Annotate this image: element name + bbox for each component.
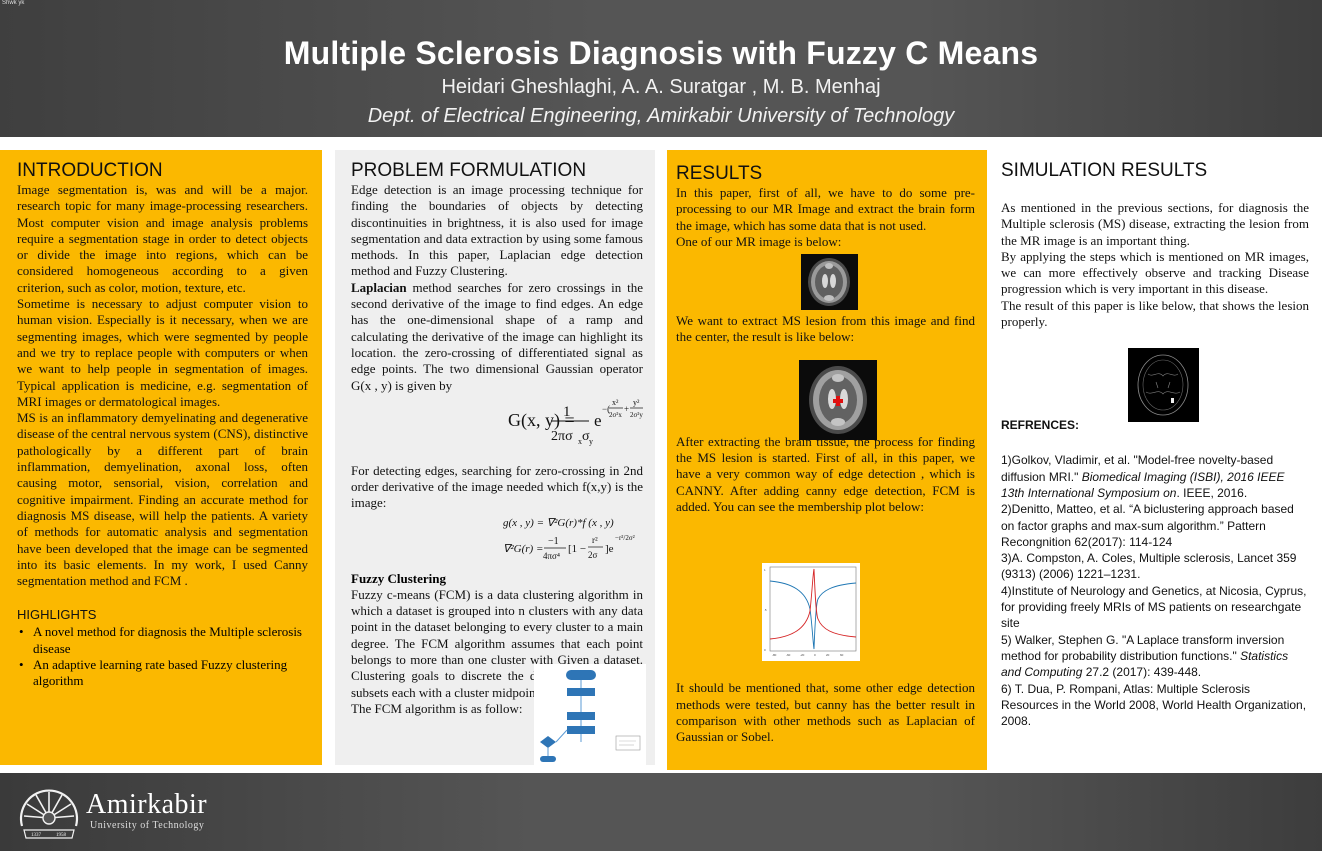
svg-text:-80: -80 (772, 653, 777, 657)
problem-paragraph-4: Fuzzy c-means (FCM) is a data clustering… (351, 586, 643, 700)
simulation-paragraph-2: By applying the steps which is mentioned… (1001, 248, 1309, 297)
simulation-results-column: SIMULATION RESULTS As mentioned in the p… (1000, 150, 1315, 765)
highlights-heading: HIGHLIGHTS (17, 607, 97, 623)
intro-paragraph-1: Image segmentation is, was and will be a… (17, 182, 308, 295)
svg-text:G(x, y) =: G(x, y) = (508, 410, 575, 431)
svg-text:−(: −( (602, 404, 610, 414)
problem-formulation-column: PROBLEM FORMULATION Edge detection is an… (335, 150, 655, 765)
results-paragraph-2: One of our MR image is below: (676, 233, 842, 249)
fuzzy-clustering-heading: Fuzzy Clustering (351, 570, 446, 586)
mr-lesion-image (799, 360, 877, 440)
poster-title: Multiple Sclerosis Diagnosis with Fuzzy … (283, 35, 1039, 71)
svg-text:−r²/2σ²: −r²/2σ² (615, 534, 635, 542)
department: Dept. of Electrical Engineering, Amirkab… (367, 105, 955, 127)
university-logo-subtitle: University of Technology (90, 820, 205, 831)
corner-mark: Shwk yk (2, 0, 25, 6)
svg-text:x²: x² (612, 398, 619, 407)
svg-text:+: + (624, 404, 629, 414)
svg-text:[1 −: [1 − (568, 543, 586, 555)
svg-text:4πσ⁴: 4πσ⁴ (543, 551, 560, 561)
svg-text:-60: -60 (786, 653, 791, 657)
results-paragraph-5: It should be mentioned that, some other … (676, 680, 975, 745)
problem-paragraph-2: Laplacian method searches for zero cross… (351, 280, 643, 394)
laplacian-text: method searches for zero crossings in th… (351, 279, 643, 393)
highlight-item: A novel method for diagnosis the Multipl… (17, 624, 308, 657)
svg-text:-20: -20 (800, 653, 805, 657)
svg-text:.5: .5 (764, 608, 767, 612)
problem-paragraph-5: The FCM algorithm is as follow: (351, 700, 523, 716)
svg-text:1: 1 (563, 404, 571, 420)
poster-footer (0, 773, 1322, 851)
gaussian-formula: G(x, y) = 1 2πσ x σ y e −( x² 2σ²x + y² … (508, 398, 643, 446)
svg-text:1958: 1958 (56, 833, 67, 838)
introduction-heading: INTRODUCTION (17, 160, 163, 181)
svg-text:σ: σ (582, 429, 590, 444)
reference-item: 3)A. Compston, A. Coles, Multiple sclero… (1001, 551, 1297, 582)
problem-paragraph-1: Edge detection is an image processing te… (351, 182, 643, 279)
university-logo-name: Amirkabir (86, 789, 208, 820)
lesion-result-image (1128, 348, 1199, 422)
intro-paragraph-3: MS is an inflammatory demyelinating and … (17, 410, 308, 589)
svg-text:e: e (594, 411, 602, 430)
references-heading: REFRENCES: (1001, 418, 1080, 433)
svg-text:]e: ]e (605, 543, 614, 555)
svg-text:1337: 1337 (31, 833, 42, 838)
mr-image (801, 254, 858, 310)
references-list: 1)Golkov, Vladimir, et al. "Model-free n… (1001, 452, 1309, 729)
reference-item: 6) T. Dua, P. Rompani, Atlas: Multiple S… (1001, 681, 1307, 729)
reference-item: 4)Institute of Neurology and Genetics, a… (1001, 583, 1307, 631)
svg-text:0: 0 (814, 653, 816, 657)
problem-paragraph-3: For detecting edges, searching for zero-… (351, 462, 643, 511)
svg-text:2πσ: 2πσ (551, 429, 573, 444)
poster-header: Shwk yk Multiple Sclerosis Diagnosis wit… (0, 0, 1322, 137)
laplacian-formula: g(x , y) = ∇²G(r)*f (x , y) ∇²G(r) = −1 … (503, 517, 635, 561)
results-paragraph-1: In this paper, first of all, we have to … (676, 185, 975, 233)
svg-text:2σ²y: 2σ²y (630, 411, 643, 419)
highlights-list: A novel method for diagnosis the Multipl… (17, 624, 308, 689)
svg-text:2σ: 2σ (588, 550, 598, 560)
amirkabir-seal-logo: 1337 1958 (19, 789, 79, 839)
svg-text:20: 20 (826, 653, 830, 657)
highlight-item: An adaptive learning rate based Fuzzy cl… (17, 657, 308, 690)
authors: Heidari Gheshlaghi, A. A. Suratgar , M. … (441, 76, 881, 98)
reference-item: 5) Walker, Stephen G. "A Laplace transfo… (1001, 632, 1289, 680)
laplacian-term: Laplacian (351, 279, 407, 295)
svg-text:2σ²x: 2σ²x (609, 411, 622, 419)
reference-item: 2)Denitto, Matteo, et al. “A biclusterin… (1001, 502, 1294, 549)
reference-item: 1)Golkov, Vladimir, et al. "Model-free n… (1001, 453, 1285, 500)
svg-text:−1: −1 (548, 536, 559, 547)
results-paragraph-4: After extracting the brain tissue, the p… (676, 433, 975, 514)
svg-text:g(x , y) = ∇²G(r)*f (x , y): g(x , y) = ∇²G(r)*f (x , y) (503, 517, 614, 529)
results-paragraph-3: We want to extract MS lesion from this i… (676, 313, 975, 345)
results-heading: RESULTS (676, 163, 763, 184)
simulation-paragraph-3: The result of this paper is like below, … (1001, 297, 1309, 330)
svg-text:60: 60 (840, 653, 844, 657)
membership-plot-image: -80 -60 -20 0 20 60 1 .5 0 (762, 563, 860, 661)
svg-text:0: 0 (764, 648, 766, 652)
svg-text:1: 1 (764, 568, 766, 572)
svg-text:x: x (578, 437, 582, 446)
svg-text:r²: r² (592, 535, 598, 545)
svg-text:y: y (589, 437, 593, 446)
fcm-flowchart-image (534, 664, 646, 766)
introduction-column: INTRODUCTION Image segmentation is, was … (0, 150, 322, 765)
intro-paragraph-2: Sometime is necessary to adjust computer… (17, 296, 308, 409)
svg-text:y²: y² (633, 398, 640, 407)
results-column: RESULTS In this paper, first of all, we … (667, 150, 987, 770)
simulation-paragraph-1: As mentioned in the previous sections, f… (1001, 200, 1309, 248)
simulation-heading: SIMULATION RESULTS (1001, 160, 1208, 181)
svg-text:∇²G(r) =: ∇²G(r) = (503, 543, 543, 555)
problem-heading: PROBLEM FORMULATION (351, 160, 587, 181)
